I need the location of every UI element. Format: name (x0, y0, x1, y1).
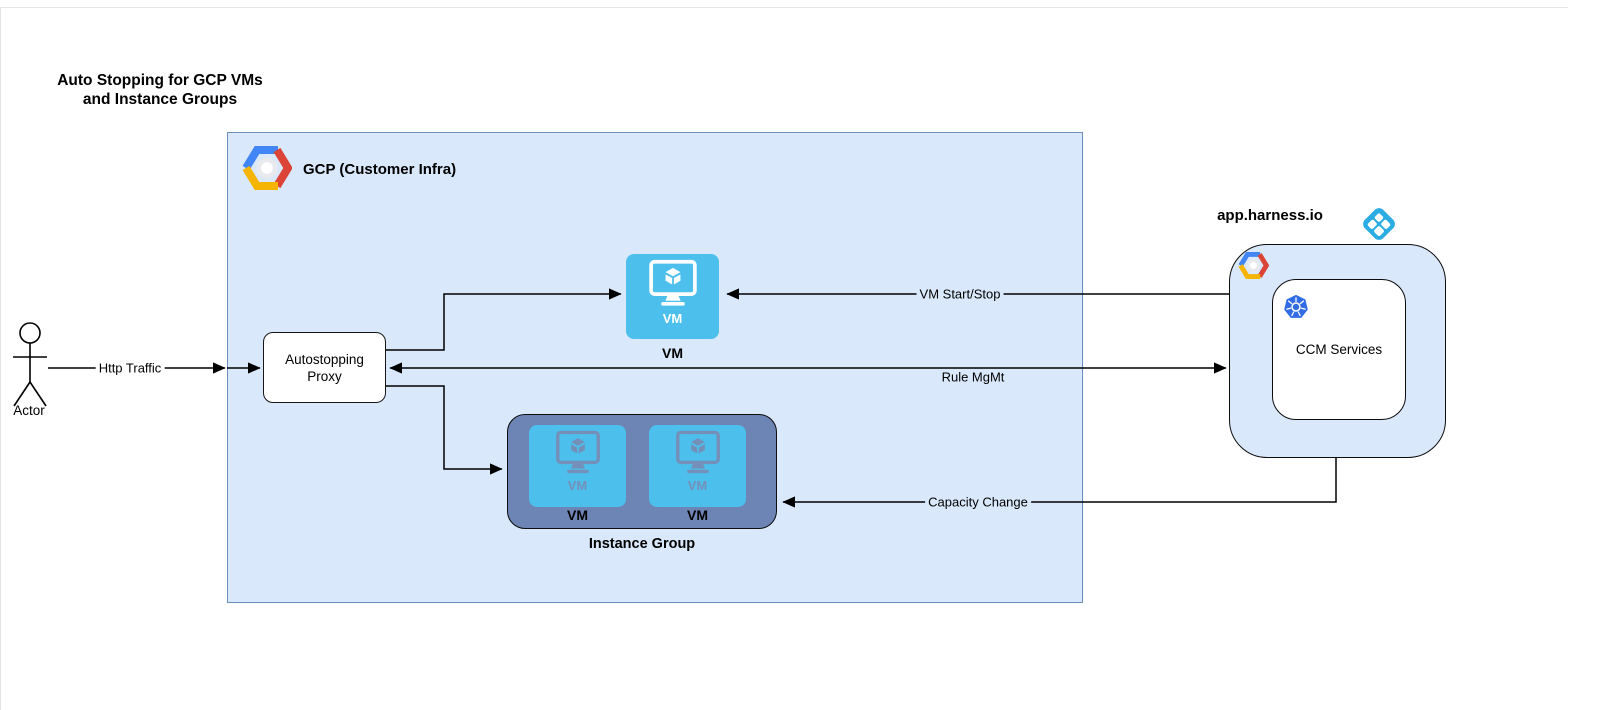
autostopping-proxy-label-line2: Proxy (307, 368, 342, 384)
diagram-title-line1: Auto Stopping for GCP VMs (57, 72, 263, 89)
gcp-logo-icon (1238, 252, 1269, 279)
http-traffic-label: Http Traffic (95, 360, 165, 376)
vm-monitor-icon (645, 259, 701, 310)
vm-monitor-icon (552, 430, 604, 477)
autostopping-proxy-label-line1: Autostopping (285, 351, 364, 367)
vm-icon-inner-label: VM (567, 478, 588, 493)
actor-label: Actor (13, 403, 45, 418)
vm-label: VM (567, 507, 588, 523)
vm-icon-inner-label: VM (687, 478, 708, 493)
instance-group-label: Instance Group (588, 536, 696, 552)
harness-logo-icon (1360, 205, 1398, 243)
page-edge-top (0, 7, 1568, 8)
instance-group-vm-card: VM (649, 425, 746, 507)
diagram-title: Auto Stopping for GCP VMs and Instance G… (40, 71, 280, 109)
page-edge-left (0, 7, 1, 710)
ccm-services-label: CCM Services (1295, 342, 1383, 357)
vm-card: VM (626, 254, 719, 339)
vm-start-stop-label: VM Start/Stop (916, 286, 1004, 302)
diagram-title-line2: and Instance Groups (82, 91, 238, 108)
harness-label: app.harness.io (1217, 207, 1323, 224)
kubernetes-icon (1284, 294, 1308, 318)
instance-group-box: VM VM VM VM (507, 414, 777, 529)
instance-group-vm-card: VM (529, 425, 626, 507)
autostopping-proxy-box: Autostopping Proxy (263, 332, 386, 403)
vm-label: VM (662, 345, 683, 361)
vm-monitor-icon (672, 430, 724, 477)
gcp-logo-icon (242, 146, 292, 190)
actor-figure (13, 322, 47, 407)
vm-label: VM (687, 507, 708, 523)
rule-mgmt-label: Rule MgMt (938, 369, 1008, 385)
vm-icon-inner-label: VM (662, 311, 683, 326)
gcp-customer-infra-label: GCP (Customer Infra) (303, 161, 457, 178)
capacity-change-label: Capacity Change (925, 494, 1031, 510)
